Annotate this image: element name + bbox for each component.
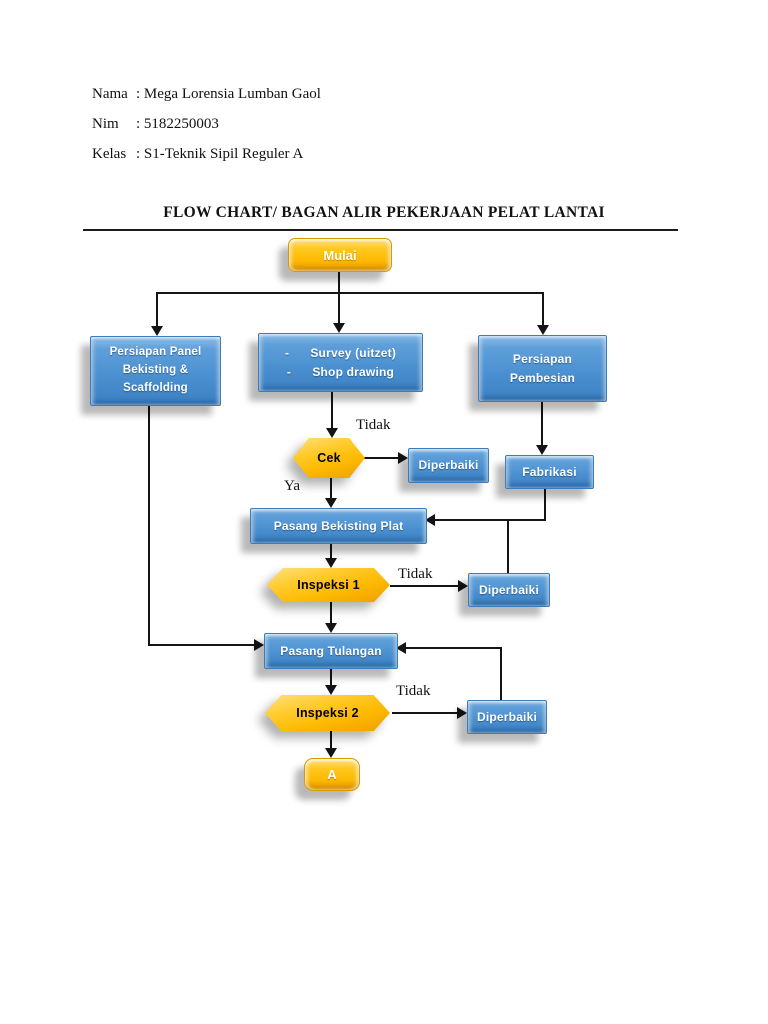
page-title: FLOW CHART/ BAGAN ALIR PEKERJAAN PELAT L… <box>163 204 605 221</box>
arrowhead-left-icon <box>396 642 406 654</box>
field-label: Nim <box>92 116 119 132</box>
flow-line <box>148 404 150 646</box>
flow-line <box>392 712 457 714</box>
flow-line <box>541 400 543 445</box>
flow-line <box>435 519 546 521</box>
field-value: : S1-Teknik Sipil Reguler A <box>136 146 304 162</box>
arrowhead-right-icon <box>254 639 264 651</box>
field-label: Kelas <box>92 146 127 162</box>
arrowhead-down-icon <box>537 325 549 335</box>
field-label: Nama <box>92 86 128 102</box>
arrowhead-down-icon <box>325 623 337 633</box>
node-label: Pasang Bekisting Plat <box>273 518 404 533</box>
flow-line <box>330 667 332 685</box>
node-label-line: Persiapan Panel <box>109 346 202 359</box>
edge-label-tidak-inspeksi-2: Tidak <box>396 683 431 699</box>
flow-line <box>330 542 332 558</box>
flow-line <box>331 390 333 429</box>
node-label: Diperbaiki <box>418 458 479 473</box>
arrowhead-down-icon <box>325 748 337 758</box>
arrowhead-down-icon <box>325 498 337 508</box>
field-value: : Mega Lorensia Lumban Gaol <box>136 86 321 102</box>
flow-line <box>156 292 158 327</box>
flow-line <box>330 478 332 498</box>
node-survey-shop-drawing: - Survey (uitzet) - Shop drawing <box>258 333 423 392</box>
node-label: Diperbaiki <box>478 582 540 597</box>
flow-line <box>148 644 254 646</box>
node-inspeksi-2-decision: Inspeksi 2 <box>265 695 390 731</box>
arrowhead-down-icon <box>325 685 337 695</box>
node-label-line: Scaffolding <box>123 381 188 394</box>
flow-line <box>156 292 544 294</box>
field-value: : 5182250003 <box>136 116 219 132</box>
edge-label-tidak-inspeksi-1: Tidak <box>398 566 433 582</box>
node-label: Cek <box>317 451 341 465</box>
edge-label-tidak-cek: Tidak <box>356 417 391 433</box>
arrowhead-right-icon <box>458 580 468 592</box>
node-persiapan-panel-bekisting: Persiapan Panel Bekisting & Scaffolding <box>90 336 221 406</box>
flow-line <box>338 292 340 323</box>
decision-shape: Inspeksi 2 <box>265 695 390 731</box>
node-pasang-tulangan: Pasang Tulangan <box>264 633 398 669</box>
node-label: Mulai <box>323 247 357 263</box>
decision-shape: Inspeksi 1 <box>267 568 390 602</box>
node-diperbaiki-2: Diperbaiki <box>468 573 550 607</box>
arrowhead-right-icon <box>398 452 408 464</box>
arrowhead-down-icon <box>151 326 163 336</box>
flow-line <box>330 731 332 748</box>
node-label: Fabrikasi <box>522 464 577 479</box>
title-underline <box>83 229 678 231</box>
node-pasang-bekisting-plat: Pasang Bekisting Plat <box>250 508 427 544</box>
node-label-line: Pembesian <box>509 370 576 385</box>
arrowhead-down-icon <box>333 323 345 333</box>
node-label-line: - Survey (uitzet) <box>284 345 397 360</box>
header-field-nama: Nama : Mega Lorensia Lumban Gaol <box>92 86 321 103</box>
flow-line <box>390 585 458 587</box>
node-label: Diperbaiki <box>476 709 538 724</box>
node-label: Inspeksi 2 <box>296 706 359 720</box>
flow-line <box>542 292 544 325</box>
node-fabrikasi: Fabrikasi <box>505 455 594 489</box>
decision-shape: Cek <box>293 438 365 478</box>
node-label-line: - Shop drawing <box>286 364 395 379</box>
node-label-line: Persiapan <box>512 351 573 366</box>
arrowhead-down-icon <box>536 445 548 455</box>
arrowhead-left-icon <box>425 514 435 526</box>
node-diperbaiki-1: Diperbaiki <box>408 448 489 483</box>
node-label-line: Bekisting & <box>122 364 189 377</box>
header-field-kelas: Kelas : S1-Teknik Sipil Reguler A <box>92 146 303 163</box>
arrowhead-down-icon <box>326 428 338 438</box>
node-persiapan-pembesian: Persiapan Pembesian <box>478 335 607 402</box>
header-field-nim: Nim : 5182250003 <box>92 116 219 133</box>
flow-line <box>544 487 546 521</box>
node-diperbaiki-3: Diperbaiki <box>467 700 547 734</box>
node-cek-decision: Cek <box>293 438 365 478</box>
node-connector-a: A <box>304 758 360 791</box>
edge-label-ya: Ya <box>284 478 300 494</box>
flow-line <box>507 521 509 573</box>
flow-line <box>364 457 398 459</box>
arrowhead-down-icon <box>325 558 337 568</box>
arrowhead-right-icon <box>457 707 467 719</box>
node-label: A <box>327 767 337 782</box>
flow-line <box>500 649 502 700</box>
flow-line <box>406 647 502 649</box>
flow-line <box>330 602 332 623</box>
node-mulai: Mulai <box>288 238 392 272</box>
node-label: Inspeksi 1 <box>297 578 360 592</box>
node-inspeksi-1-decision: Inspeksi 1 <box>267 568 390 602</box>
node-label: Pasang Tulangan <box>280 643 382 658</box>
flow-line <box>338 270 340 293</box>
